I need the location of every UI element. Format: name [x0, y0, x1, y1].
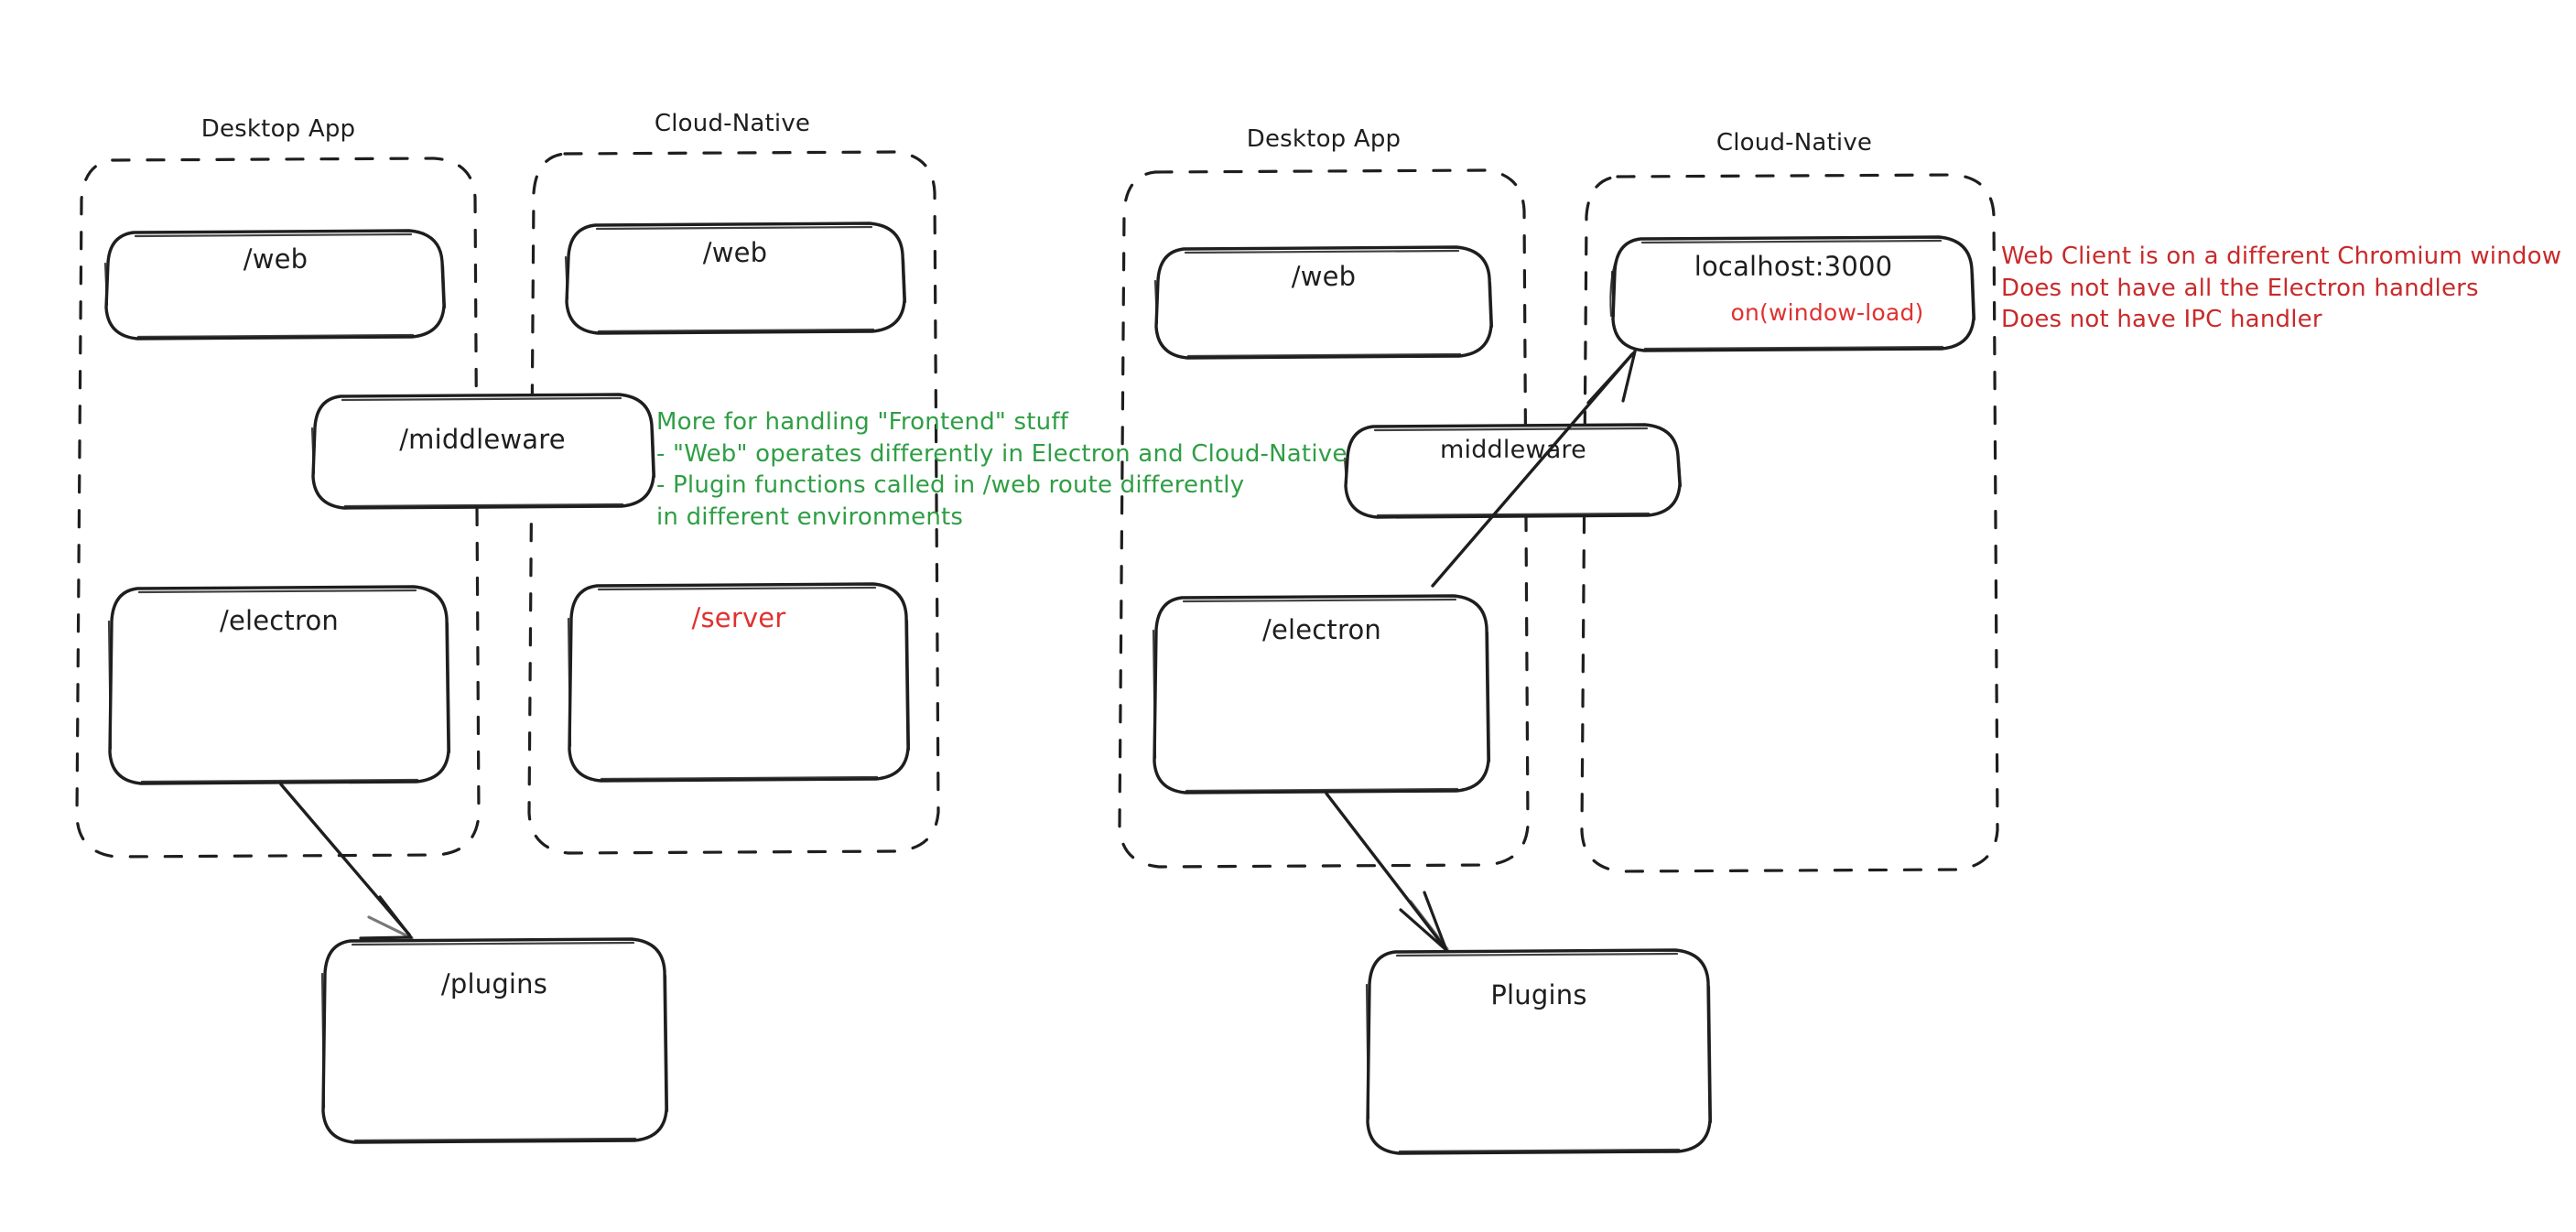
arrow-right-electron-to-plugins [1325, 792, 1449, 952]
node-label-left-middleware: /middleware [399, 424, 566, 455]
node-shape-left-middleware[interactable] [310, 393, 656, 510]
node-shape-left-web-cloud[interactable] [564, 222, 907, 335]
arrow-left-electron-to-plugins [279, 783, 414, 940]
group-label-right-cloud: Cloud-Native [1716, 129, 1873, 157]
node-sublabel-right-localhost-on-window-load: on(window-load) [1730, 299, 1924, 326]
node-shape-left-electron[interactable] [107, 585, 451, 785]
annotation-green-line-4: in different environments [656, 503, 964, 531]
node-label-right-middleware: middleware [1440, 436, 1586, 464]
annotation-red-line-3: Does not have IPC handler [2001, 306, 2322, 334]
node-shape-right-plugins[interactable] [1365, 948, 1713, 1155]
node-shape-right-middleware[interactable] [1343, 423, 1683, 519]
node-label-left-web-desktop: /web [243, 243, 308, 275]
node-label-left-plugins: /plugins [440, 968, 548, 1000]
node-label-left-server: /server [691, 602, 786, 633]
group-label-right-desktop: Desktop App [1246, 125, 1402, 153]
node-shape-left-server[interactable] [567, 582, 911, 783]
group-label-left-desktop: Desktop App [200, 115, 356, 143]
node-shape-right-web-desktop[interactable] [1153, 245, 1494, 360]
annotation-green-line-3: - Plugin functions called in /web route … [656, 471, 1245, 500]
node-label-right-web-desktop: /web [1291, 261, 1357, 292]
annotation-note-green: More for handling "Frontend" stuff - "We… [656, 406, 1407, 533]
node-shape-right-localhost[interactable] [1609, 235, 1976, 352]
group-frame-right-cloud [1580, 173, 1999, 873]
annotation-green-line-1: More for handling "Frontend" stuff [656, 408, 1069, 436]
node-shape-left-plugins[interactable] [320, 937, 669, 1144]
node-shape-right-electron[interactable] [1152, 594, 1491, 794]
group-frame-left-cloud [527, 150, 940, 855]
annotation-red-line-2: Does not have all the Electron handlers [2001, 274, 2479, 302]
node-label-left-web-cloud: /web [702, 237, 768, 268]
node-label-right-localhost: localhost:3000 [1694, 251, 1893, 282]
node-label-left-electron: /electron [219, 605, 340, 636]
group-label-left-cloud: Cloud-Native [654, 110, 811, 137]
annotation-green-line-2: - "Web" operates differently in Electron… [656, 439, 1348, 468]
group-frame-right-desktop [1118, 168, 1530, 869]
annotation-red-line-1: Web Client is on a different Chromium wi… [2001, 243, 2562, 270]
annotation-note-red: Web Client is on a different Chromium wi… [2001, 241, 2576, 336]
node-label-right-plugins: Plugins [1490, 979, 1587, 1010]
node-shape-left-web-desktop[interactable] [103, 229, 447, 340]
arrow-right-electron-to-localhost [1431, 350, 1637, 588]
group-frame-left-desktop [75, 157, 481, 859]
node-label-right-electron: /electron [1261, 614, 1382, 645]
